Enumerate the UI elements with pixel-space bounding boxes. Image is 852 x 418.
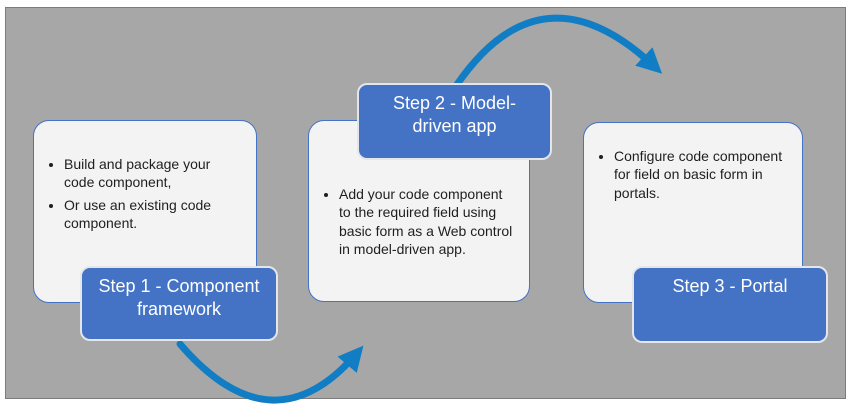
step2-label-box: Step 2 - Model-driven app: [357, 83, 552, 160]
step2-bullet-list: Add your code component to the required …: [309, 121, 529, 259]
step3-bullet-list: Configure code component for field on ba…: [584, 123, 802, 202]
step1-bullet-list: Build and package your code component, O…: [34, 121, 256, 233]
step1-label-box: Step 1 - Component framework: [80, 266, 278, 341]
bullet-item: Build and package your code component,: [64, 155, 242, 192]
bullet-item: Add your code component to the required …: [339, 185, 515, 259]
bullet-item: Or use an existing code component.: [64, 196, 242, 233]
bullet-item: Configure code component for field on ba…: [614, 147, 788, 202]
step3-label-box: Step 3 - Portal: [632, 266, 828, 343]
